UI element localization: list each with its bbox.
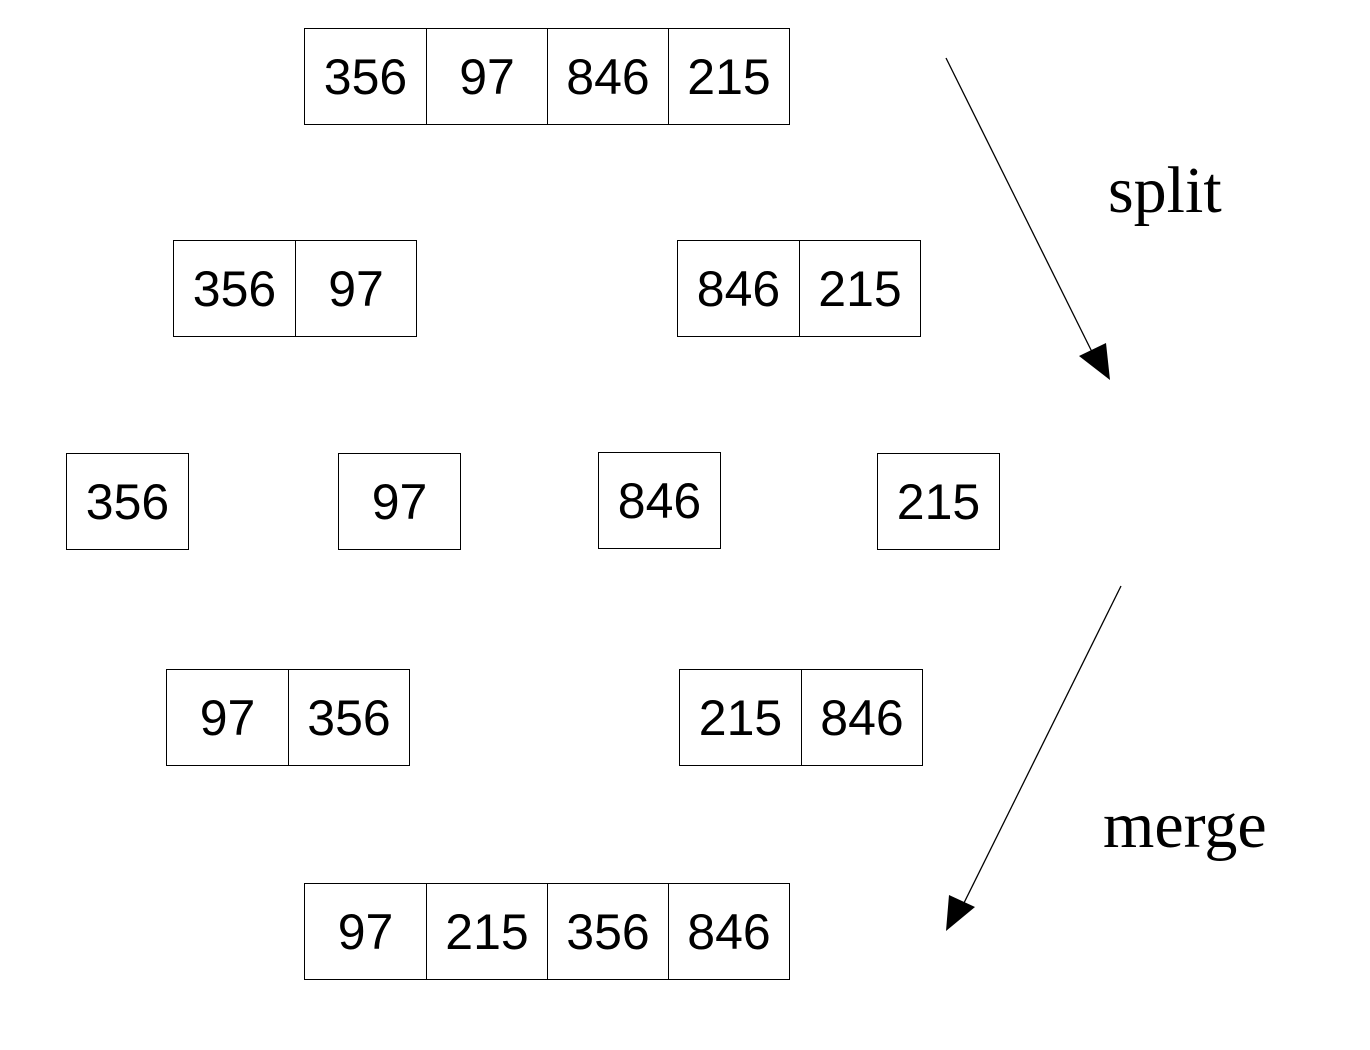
sorted-array: 97 215 356 846 — [304, 883, 790, 980]
array-cell: 356 — [547, 884, 668, 979]
array-cell: 97 — [337, 903, 394, 960]
merged-left-half: 97 356 — [166, 669, 410, 766]
singleton-array: 97 — [338, 453, 461, 550]
split-right-half: 846 215 — [677, 240, 921, 337]
singleton-array: 846 — [598, 452, 721, 549]
array-cell: 97 — [199, 689, 256, 746]
array-cell: 846 — [547, 29, 668, 124]
array-cell: 846 — [801, 670, 922, 765]
split-label: split — [1108, 154, 1222, 227]
array-cell: 846 — [668, 884, 789, 979]
array-cell: 215 — [668, 29, 789, 124]
array-cell: 97 — [295, 241, 416, 336]
array-cell: 846 — [696, 260, 781, 317]
array-cell: 97 — [371, 473, 428, 530]
array-cell: 356 — [288, 670, 409, 765]
array-cell: 215 — [896, 473, 981, 530]
array-cell: 215 — [426, 884, 547, 979]
original-array: 356 97 846 215 — [304, 28, 790, 125]
split-left-half: 356 97 — [173, 240, 417, 337]
array-cell: 215 — [799, 241, 920, 336]
merge-arrow — [946, 585, 1122, 931]
array-cell: 356 — [85, 473, 170, 530]
merged-right-half: 215 846 — [679, 669, 923, 766]
array-cell: 356 — [192, 260, 277, 317]
array-cell: 356 — [323, 48, 408, 105]
array-cell: 846 — [617, 472, 702, 529]
array-cell: 97 — [426, 29, 547, 124]
singleton-array: 356 — [66, 453, 189, 550]
singleton-array: 215 — [877, 453, 1000, 550]
split-arrow — [945, 57, 1110, 380]
array-cell: 215 — [698, 689, 783, 746]
merge-label: merge — [1103, 789, 1267, 862]
